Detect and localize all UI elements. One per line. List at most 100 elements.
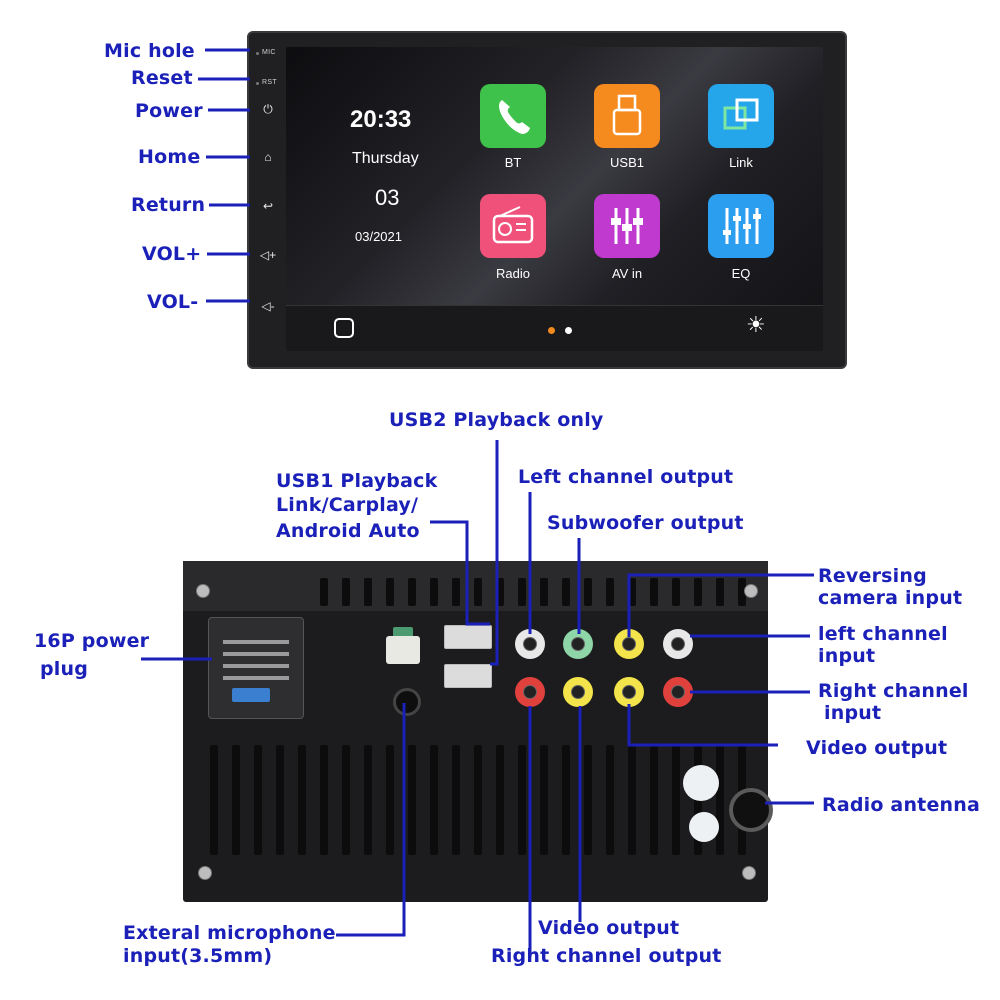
bt-app-label: BT	[504, 155, 522, 170]
eq-app-label: EQ	[731, 266, 751, 281]
link-app-tile[interactable]	[708, 84, 774, 148]
fin	[716, 745, 724, 855]
fin	[606, 745, 614, 855]
label-usb1-line3: Android Auto	[276, 520, 420, 542]
rca-left-in[interactable]	[663, 629, 693, 659]
fin	[210, 745, 218, 855]
fin	[342, 578, 350, 606]
clock-weekday: Thursday	[352, 150, 419, 167]
label-power-plug-line2: plug	[40, 658, 89, 680]
fin	[430, 578, 438, 606]
fin	[716, 578, 724, 606]
brightness-icon[interactable]: ☀	[746, 312, 766, 337]
mic-hole-icon	[256, 52, 259, 55]
av-in-app-tile[interactable]	[594, 194, 660, 258]
mic-text: MIC	[262, 49, 276, 56]
fin	[562, 578, 570, 606]
qc-sticker	[689, 812, 719, 842]
label-left-out: Left channel output	[518, 466, 734, 488]
radio-icon	[492, 206, 534, 244]
usb1-app-tile[interactable]	[594, 84, 660, 148]
fin	[628, 578, 636, 606]
usb1-app-label: USB1	[610, 155, 644, 170]
fin	[320, 745, 328, 855]
label-vol-down: VOL-	[147, 291, 199, 313]
usb-icon	[612, 94, 642, 136]
fin	[452, 578, 460, 606]
fin	[386, 578, 394, 606]
label-left-in-line2: input	[818, 645, 876, 667]
touch-screen: 20:33 Thursday 03 03/2021 BT USB1 Link R…	[286, 47, 823, 351]
rca-video-out-bottom[interactable]	[563, 677, 593, 707]
fin	[386, 745, 394, 855]
eq-app-tile[interactable]	[708, 194, 774, 258]
fin	[408, 745, 416, 855]
eq-icon	[723, 208, 761, 244]
radio-antenna-socket[interactable]	[729, 788, 773, 832]
label-vol-up: VOL+	[142, 243, 202, 265]
fin	[408, 578, 416, 606]
screw	[742, 866, 756, 880]
fin	[298, 745, 306, 855]
fin	[672, 745, 680, 855]
radio-app-label: Radio	[496, 266, 530, 281]
fin	[672, 578, 680, 606]
page-dot[interactable]	[565, 327, 572, 334]
radio-app-tile[interactable]	[480, 194, 546, 258]
label-rev-cam-line1: Reversing	[818, 565, 927, 587]
rca-right-in[interactable]	[663, 677, 693, 707]
screw	[744, 584, 758, 598]
label-left-in-line1: left channel	[818, 623, 948, 645]
vol-up-icon[interactable]: ◁+	[259, 248, 277, 262]
fin	[364, 745, 372, 855]
av-in-app-label: AV in	[611, 266, 643, 281]
pin-grid	[223, 640, 289, 680]
phone-icon	[499, 100, 530, 134]
power-icon[interactable]: ⏻	[263, 102, 273, 116]
fin	[650, 578, 658, 606]
clock-time: 20:33	[350, 106, 412, 133]
fin	[606, 578, 614, 606]
vol-down-icon[interactable]: ◁-	[261, 299, 275, 313]
fin	[518, 578, 526, 606]
mic-jack[interactable]	[393, 688, 421, 716]
clock-month-year: 03/2021	[355, 229, 402, 244]
label-mic-in-line2: input(3.5mm)	[123, 945, 273, 967]
fuse	[232, 688, 270, 702]
fin	[694, 578, 702, 606]
rst-text: RST	[262, 79, 277, 86]
fin	[474, 578, 482, 606]
label-power: Power	[135, 100, 203, 122]
fin	[518, 745, 526, 855]
home-icon[interactable]: ⌂	[264, 150, 272, 164]
fin	[540, 745, 548, 855]
aux-connector[interactable]	[386, 636, 420, 664]
label-right-in-line2: input	[824, 702, 882, 724]
fin	[496, 745, 504, 855]
app-drawer-icon[interactable]	[334, 318, 354, 338]
label-video-out-right: Video output	[806, 737, 948, 759]
av-icon	[611, 208, 643, 244]
fin	[496, 578, 504, 606]
fin	[628, 745, 636, 855]
usb2-port[interactable]	[444, 664, 492, 688]
fin	[342, 745, 350, 855]
bt-app-tile[interactable]	[480, 84, 546, 148]
label-usb2: USB2 Playback only	[389, 409, 604, 431]
rca-right-out[interactable]	[515, 677, 545, 707]
return-icon[interactable]: ↩	[262, 199, 274, 213]
fin	[364, 578, 372, 606]
reset-hole-icon[interactable]	[256, 82, 259, 85]
power-plug-connector[interactable]	[208, 617, 304, 719]
page-dot-active[interactable]	[548, 327, 555, 334]
link-app-label: Link	[729, 155, 753, 170]
label-usb1-line2: Link/Carplay/	[276, 494, 419, 516]
rca-video-out[interactable]	[614, 677, 644, 707]
label-rev-cam-line2: camera input	[818, 587, 963, 609]
label-right-out: Right channel output	[491, 945, 722, 967]
label-radio-antenna: Radio antenna	[822, 794, 981, 816]
fin	[430, 745, 438, 855]
clock-day-number: 03	[375, 185, 400, 210]
screw	[196, 584, 210, 598]
